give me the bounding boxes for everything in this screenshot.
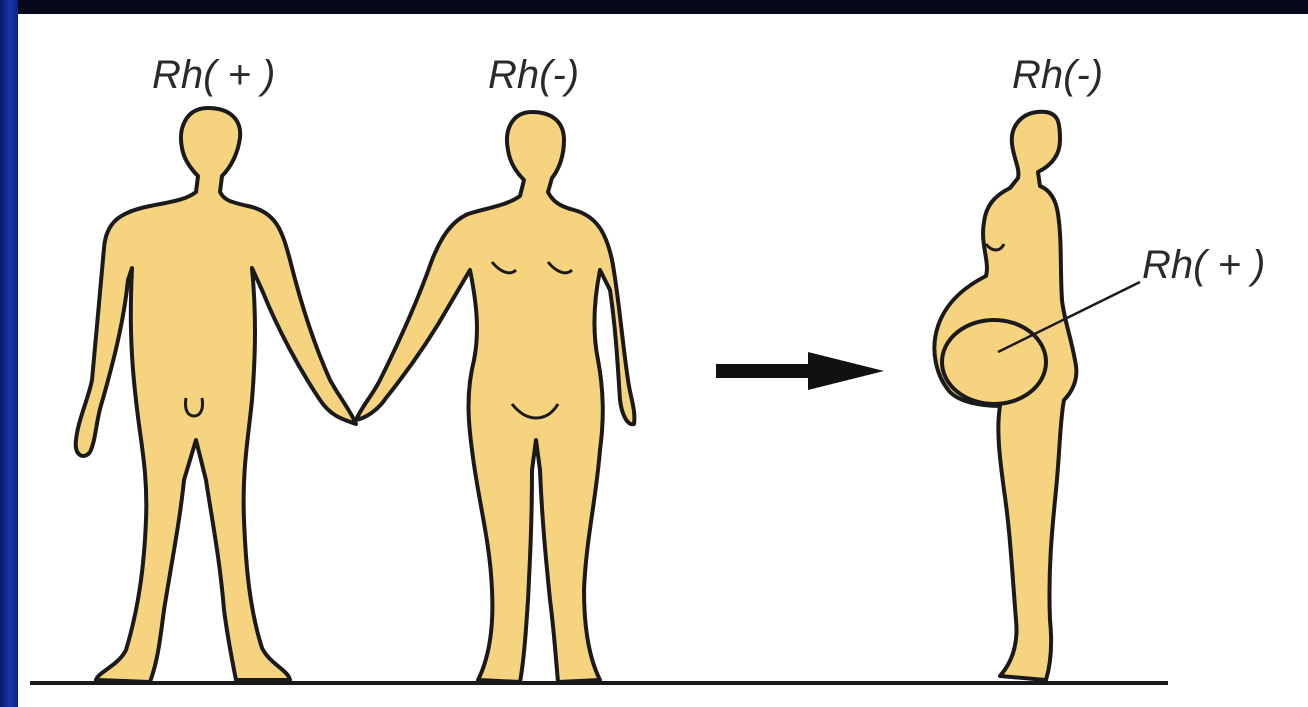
female-body (356, 112, 634, 682)
pregnant-mother-rh-label: Rh(-) (1012, 53, 1103, 97)
male-body (76, 108, 356, 682)
pregnant-body (934, 112, 1076, 680)
mother-rh-label: Rh(-) (488, 53, 579, 97)
ground-line (30, 681, 1168, 685)
arrow-right-icon (716, 352, 884, 390)
female-figure (356, 112, 634, 682)
father-rh-label: Rh( + ) (152, 53, 275, 97)
fetus-rh-label: Rh( + ) (1142, 243, 1265, 287)
male-figure (76, 108, 356, 682)
pregnant-figure (934, 112, 1076, 680)
